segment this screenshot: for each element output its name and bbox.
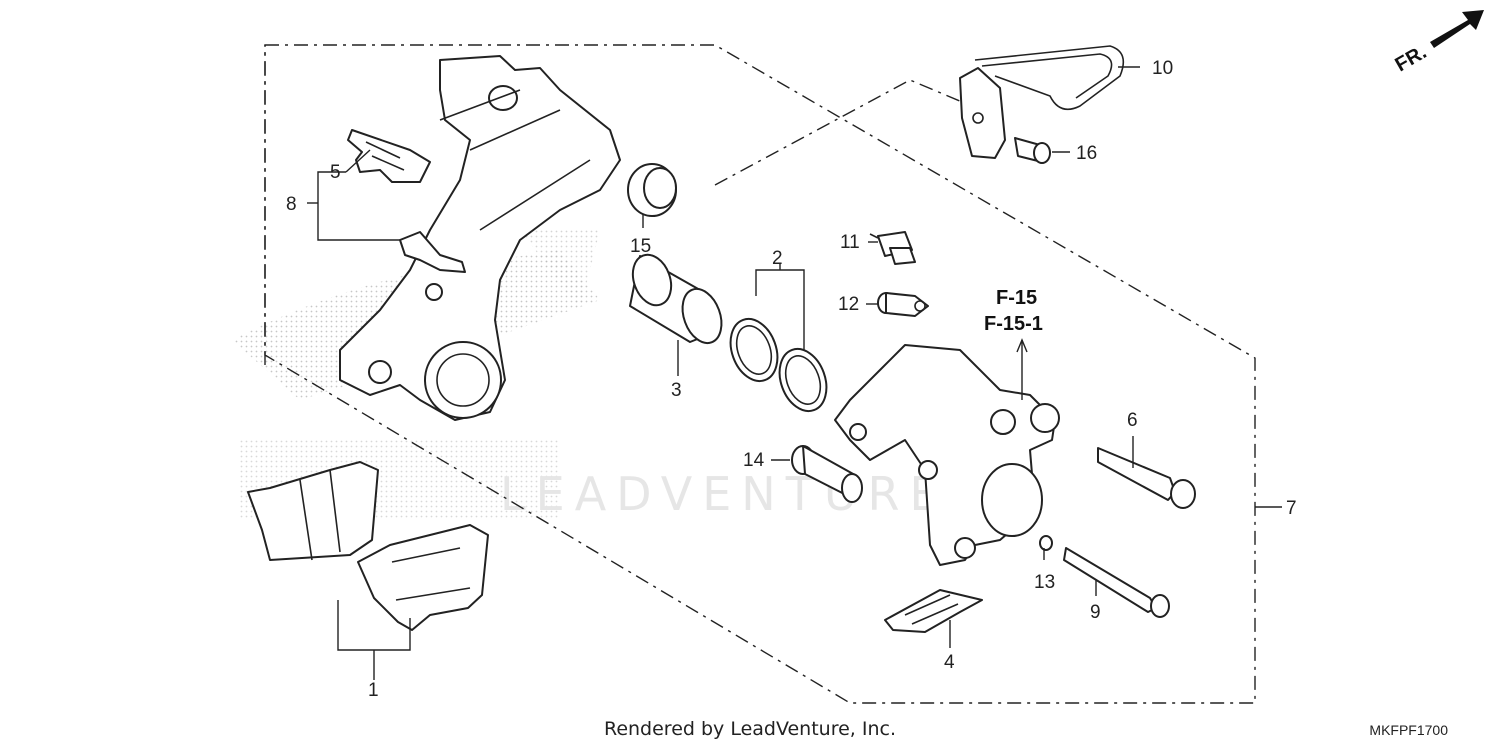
pad-pin-part — [1063, 547, 1170, 618]
brake-pad-part — [247, 461, 379, 561]
footer-credit: Rendered by LeadVenture, Inc. — [603, 718, 897, 740]
callout-7: 7 — [1286, 498, 1297, 519]
callout-1: 1 — [368, 680, 379, 701]
reference-f15-1: F-15-1 — [984, 313, 1043, 335]
slide-pin-part — [791, 445, 863, 503]
callout-15: 15 — [630, 236, 651, 257]
callout-3: 3 — [671, 380, 682, 401]
callout-4: 4 — [944, 652, 955, 673]
watermark-text: LEADVENTURE — [500, 467, 949, 521]
callout-8: 8 — [286, 194, 297, 215]
pad-spring-part — [347, 129, 431, 183]
caliper-body-part — [834, 344, 1060, 566]
callout-14: 14 — [743, 450, 765, 471]
washer-part — [1039, 535, 1053, 551]
direction-arrow-icon: FR. — [1392, 10, 1484, 76]
reference-f15: F-15 — [996, 287, 1037, 309]
caliper-bracket-part — [339, 55, 621, 421]
callout-10: 10 — [1152, 58, 1173, 79]
assembly-boundary — [264, 44, 1256, 704]
callout-12: 12 — [838, 294, 859, 315]
callout-16: 16 — [1076, 143, 1097, 164]
brake-pad-part — [357, 524, 489, 631]
callout-13: 13 — [1034, 572, 1055, 593]
bleed-cap-part — [877, 292, 929, 317]
callout-2: 2 — [772, 248, 783, 269]
callout-6: 6 — [1127, 410, 1138, 431]
hose-guide-part — [959, 45, 1125, 159]
pin-bolt-part — [1097, 447, 1196, 509]
flange-bolt-part — [1014, 137, 1051, 164]
leader-lines — [307, 66, 1282, 680]
piston-part — [629, 253, 723, 345]
callout-labels: 5 8 15 2 3 10 16 11 12 F-15 F-15-1 6 7 1… — [286, 58, 1297, 701]
diagram-code: MKFPF1700 — [1369, 722, 1448, 738]
callout-5: 5 — [330, 162, 341, 183]
pad-retainer-part — [884, 589, 983, 633]
callout-11: 11 — [840, 232, 860, 253]
bleed-screw-part — [869, 231, 916, 265]
direction-label: FR. — [1392, 41, 1431, 76]
callout-9: 9 — [1090, 602, 1101, 623]
piston-seal-parts — [729, 318, 828, 412]
boot-part — [627, 163, 677, 217]
